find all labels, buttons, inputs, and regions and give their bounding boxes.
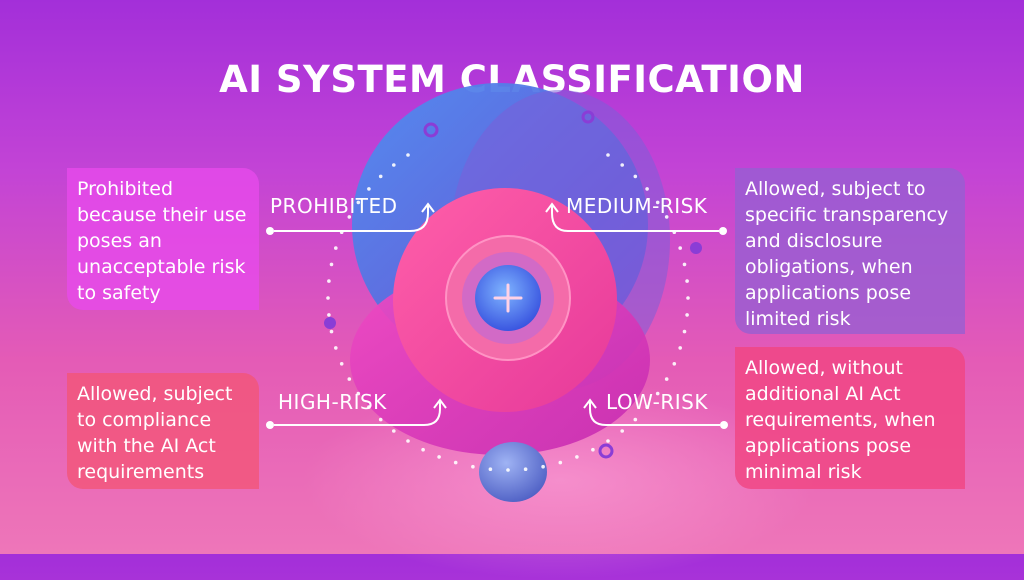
orbit-dot — [326, 296, 330, 300]
orbit-marker — [690, 242, 702, 254]
orbit-dot — [685, 279, 689, 283]
orbit-dot — [591, 447, 595, 452]
orbit-dot — [406, 439, 410, 443]
orbit-dot — [347, 377, 352, 381]
label-medium-risk: MEDIUM-RISK — [566, 194, 708, 218]
orbit-dot — [558, 460, 563, 465]
plus-icon — [493, 283, 523, 313]
label-high-risk: HIGH-RISK — [278, 390, 387, 414]
orbit-marker — [423, 122, 439, 138]
orbit-dot — [541, 464, 545, 469]
orbit-dot — [523, 467, 528, 472]
orbit-marker — [581, 110, 595, 124]
orbit-dot — [620, 429, 624, 433]
orbit-dot — [367, 187, 371, 191]
orbit-dot — [334, 246, 338, 250]
description-high-risk: Allowed, subject to compliance with the … — [67, 373, 259, 489]
orbit-dot — [471, 464, 475, 469]
connector-high-risk — [266, 398, 447, 429]
orbit-dot — [367, 405, 371, 409]
orbit-dot — [686, 296, 690, 300]
orbit-dot — [575, 455, 579, 459]
base-ball — [479, 442, 547, 502]
orbit-dot — [327, 279, 331, 283]
orbit-dot — [655, 391, 660, 396]
orbit-marker — [324, 317, 336, 329]
orbit-dot — [506, 468, 510, 472]
orbit-dot — [356, 391, 361, 396]
orbit-dot — [347, 215, 352, 219]
orbit-dot — [633, 174, 638, 179]
orbit-dot — [685, 313, 689, 317]
connector-prohibited — [266, 202, 435, 235]
orbit-dot — [672, 362, 677, 366]
orbit-dot — [664, 377, 669, 381]
orbit-dot — [339, 362, 344, 366]
orbit-dot — [645, 405, 649, 409]
description-prohibited: Prohibited because their use poses an un… — [67, 168, 259, 310]
orbit-dot — [620, 163, 624, 167]
orbit-dot — [392, 429, 396, 433]
orbit-dot — [329, 262, 334, 267]
orbit-dot — [606, 153, 610, 157]
connector-medium-risk — [545, 202, 727, 235]
orbit-dot — [633, 417, 638, 422]
central-illustration — [266, 83, 728, 502]
orbit-dot — [488, 467, 493, 472]
orbit-dot — [392, 163, 396, 167]
orbit-dot — [406, 153, 410, 157]
label-low-risk: LOW-RISK — [606, 390, 708, 414]
orbit-marker — [598, 443, 614, 459]
orbit-dot — [655, 200, 660, 205]
orbit-dot — [334, 346, 338, 350]
orbit-dot — [437, 455, 441, 459]
orbit-dot — [356, 200, 361, 205]
orbit-dot — [682, 329, 687, 334]
orbit-dot — [664, 215, 669, 219]
orbit-dot — [329, 329, 334, 334]
orbit-dot — [327, 313, 331, 317]
orbit-dot — [453, 460, 458, 465]
label-prohibited: PROHIBITED — [270, 194, 398, 218]
orbit-dot — [606, 439, 610, 443]
orbit-dot — [678, 246, 682, 250]
description-low-risk: Allowed, without additional AI Act requi… — [735, 347, 965, 489]
orbit-dot — [645, 187, 649, 191]
orbit-dot — [421, 447, 425, 452]
description-medium-risk: Allowed, subject to specific transparenc… — [735, 168, 965, 334]
orbit-dot — [378, 417, 383, 422]
connector-low-risk — [583, 398, 728, 429]
orbit-dot — [378, 174, 383, 179]
orbit-dot — [678, 346, 682, 350]
orbit-dot — [682, 262, 687, 267]
